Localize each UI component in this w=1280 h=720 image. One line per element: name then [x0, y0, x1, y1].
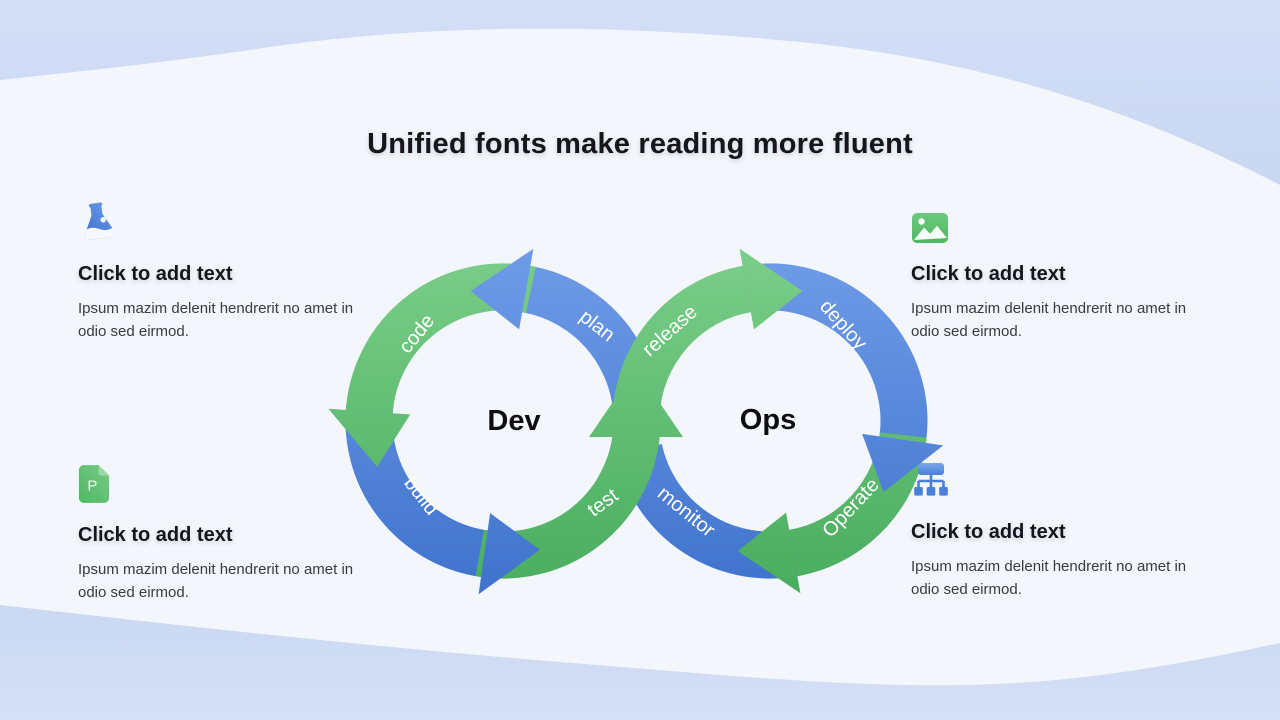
p-letter: P: [87, 478, 97, 495]
slide-title[interactable]: Unified fonts make reading more fluent: [367, 128, 913, 160]
text-block-top-left[interactable]: Click to add text Ipsum mazim delenit he…: [78, 200, 378, 344]
arrowhead-plan: [470, 248, 534, 330]
block-body[interactable]: Ipsum mazim delenit hendrerit no amet in…: [78, 561, 354, 602]
sitemap-icon: [911, 458, 1211, 502]
bottom-wave-band: [0, 605, 1280, 720]
arrowhead-code: [328, 408, 411, 467]
devops-loop-arcs: [328, 248, 944, 595]
block-body[interactable]: Ipsum mazim delenit hendrerit no amet in…: [911, 300, 1187, 341]
center-up-arrowhead: [589, 368, 683, 437]
arrowhead-deploy: [862, 433, 944, 492]
image-icon: [911, 200, 1211, 244]
block-heading[interactable]: Click to add text: [911, 263, 1066, 285]
arrowhead-build: [478, 513, 540, 595]
block-heading[interactable]: Click to add text: [78, 524, 233, 546]
flask-icon: [78, 200, 378, 244]
dev-loop-label: Dev: [487, 405, 540, 437]
text-block-top-right[interactable]: Click to add text Ipsum mazim delenit he…: [911, 200, 1211, 344]
ops-loop-label: Ops: [740, 404, 796, 436]
top-wave-band: [0, 0, 1280, 185]
arrowhead-operate: [737, 512, 801, 594]
block-heading[interactable]: Click to add text: [911, 521, 1066, 543]
block-body[interactable]: Ipsum mazim delenit hendrerit no amet in…: [78, 300, 354, 341]
p-document-icon: P: [78, 461, 378, 505]
arrowhead-release: [739, 248, 803, 330]
block-body[interactable]: Ipsum mazim delenit hendrerit no amet in…: [911, 558, 1187, 599]
block-heading[interactable]: Click to add text: [78, 263, 233, 285]
text-block-bottom-left[interactable]: P Click to add text Ipsum mazim delenit …: [78, 461, 378, 605]
text-block-bottom-right[interactable]: Click to add text Ipsum mazim delenit he…: [911, 458, 1211, 602]
